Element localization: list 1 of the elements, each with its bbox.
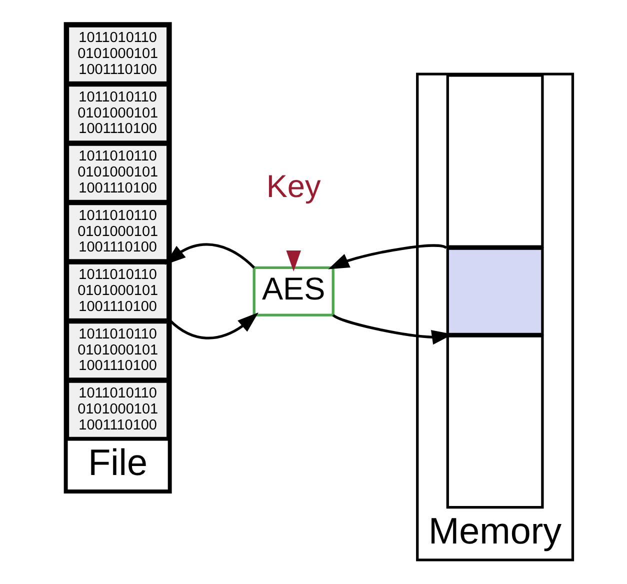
node-text: Key xyxy=(266,168,320,204)
